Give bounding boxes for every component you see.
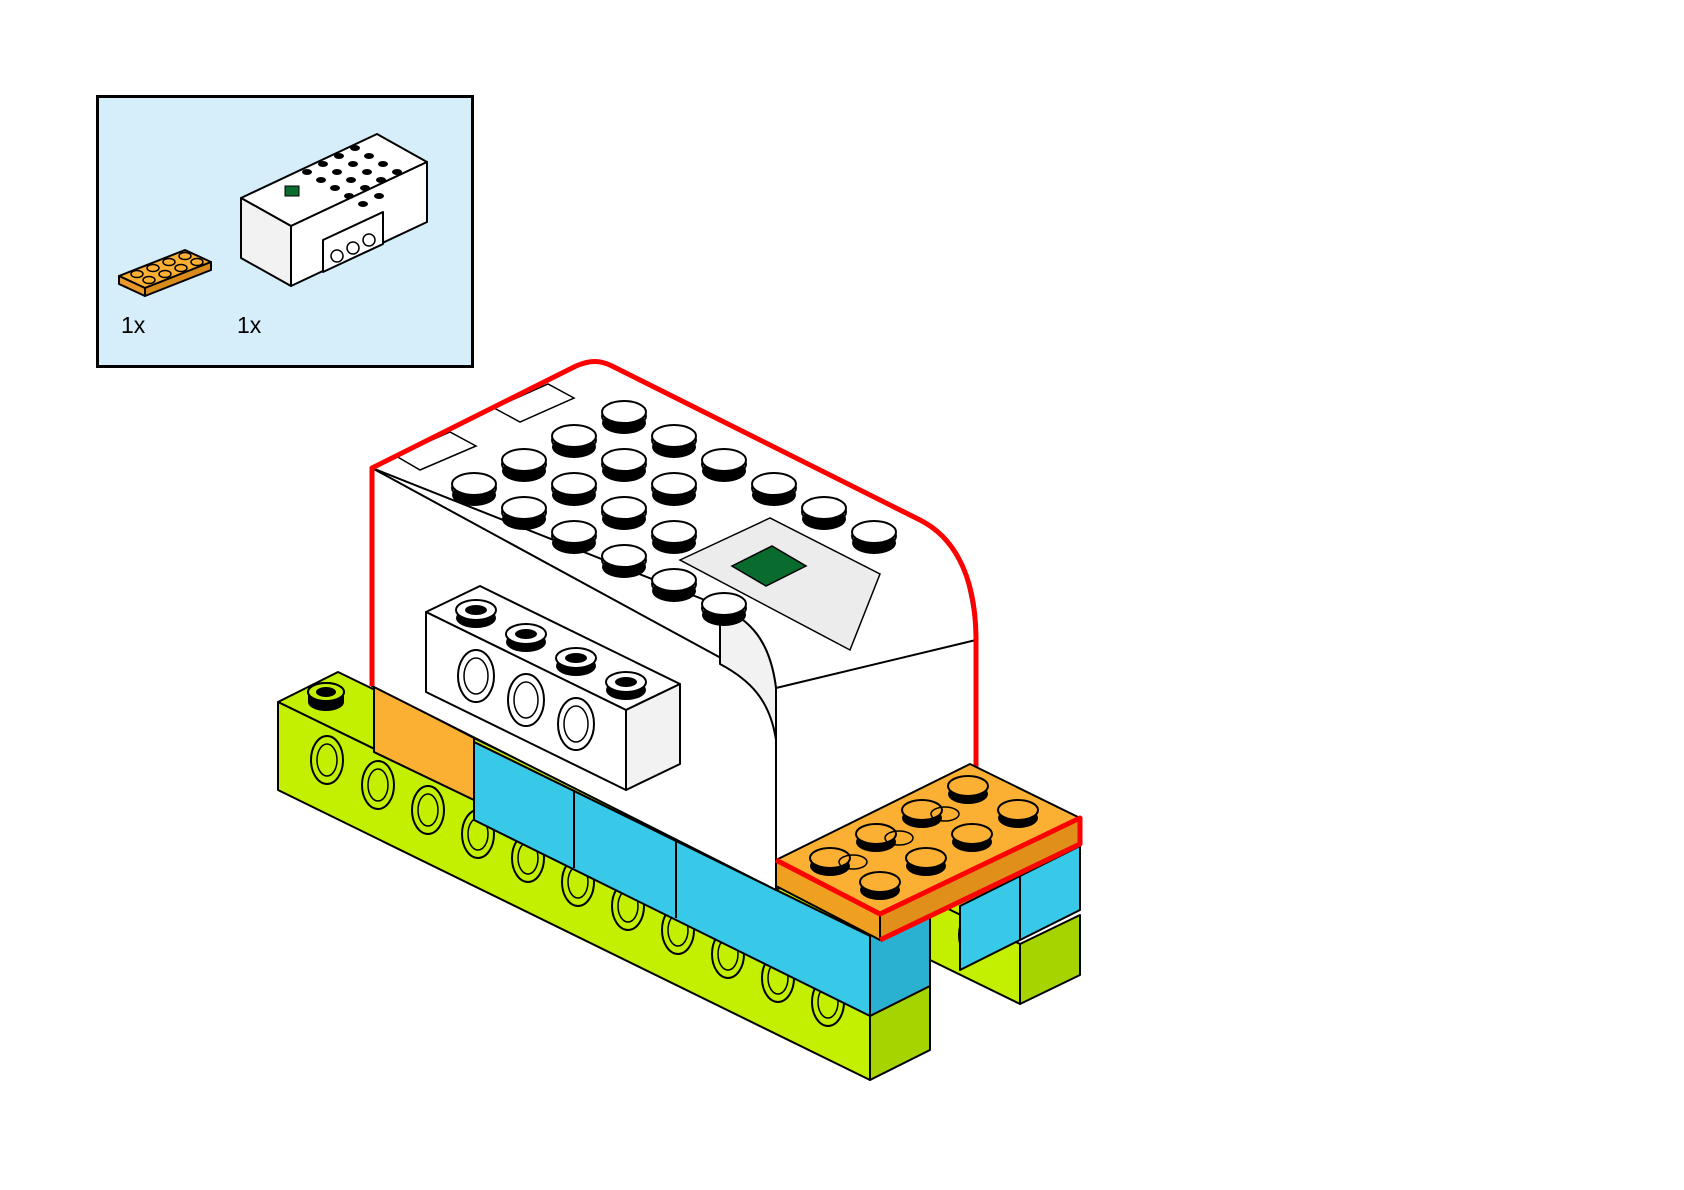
new-part-highlight [369, 359, 979, 790]
orange-plate-part-icon [118, 249, 212, 297]
smarthub-new-part [369, 359, 979, 891]
orange-plate-new-part [774, 763, 1083, 943]
parts-callout: 1x 1x [96, 95, 474, 368]
plate-quantity: 1x [121, 312, 146, 338]
plate-highlight [774, 815, 1083, 943]
hub-studs [451, 400, 897, 626]
white-technic-brick [425, 585, 681, 791]
smarthub-quantity: 1x [237, 312, 262, 338]
smarthub-part-icon [240, 133, 428, 287]
